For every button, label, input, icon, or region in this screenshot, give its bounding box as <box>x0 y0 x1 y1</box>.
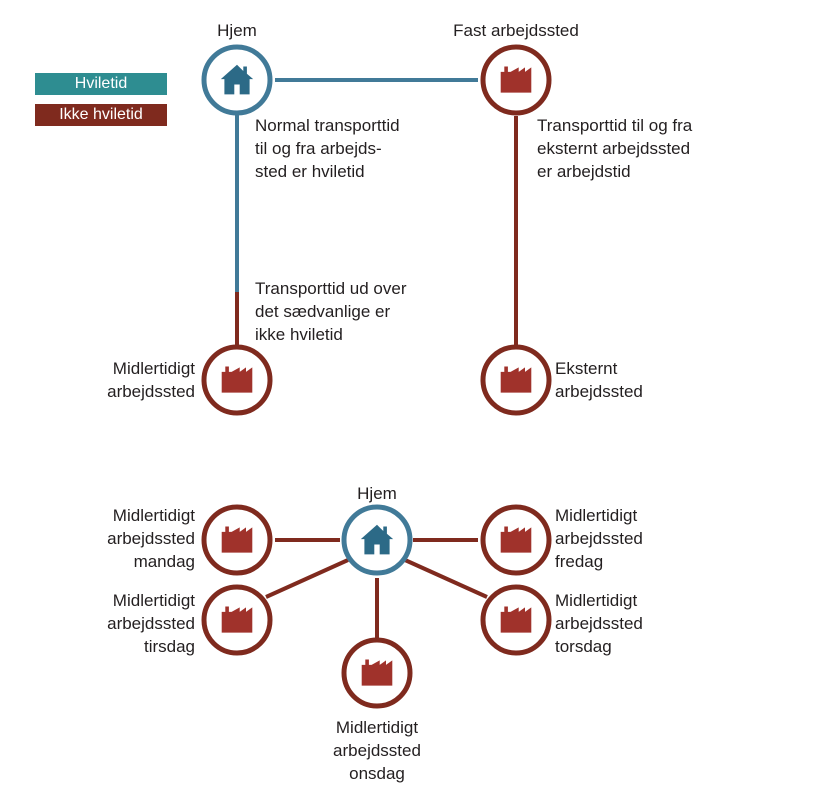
home-label-bottom: Hjem <box>357 484 397 503</box>
monday-node <box>201 504 273 576</box>
monday-label: Midlertidigt arbejdssted mandag <box>107 506 195 571</box>
wednesday-label: Midlertidigt arbejdssted onsdag <box>333 718 421 783</box>
home-node-top <box>201 44 273 116</box>
top-connectors <box>235 78 518 345</box>
home-node-bottom <box>341 504 413 576</box>
tuesday-label: Midlertidigt arbejdssted tirsdag <box>107 591 195 656</box>
friday-label: Midlertidigt arbejdssted fredag <box>555 506 643 571</box>
legend-rest: Hviletid <box>35 73 167 95</box>
beyond-normal-note: Transporttid ud over det sædvanlige er i… <box>255 279 407 344</box>
fixed-workplace-node <box>480 44 552 116</box>
external-workplace-label: Eksternt arbejdssted <box>555 359 643 401</box>
bottom-connectors <box>265 538 488 640</box>
fixed-workplace-label: Fast arbejdssted <box>453 21 579 40</box>
tuesday-node <box>201 584 273 656</box>
legend-not-rest: Ikke hviletid <box>35 104 167 126</box>
friday-node <box>480 504 552 576</box>
home-to-tuesday-line <box>265 558 349 599</box>
wednesday-node <box>341 637 413 709</box>
home-to-thursday-line <box>404 558 488 599</box>
thursday-label: Midlertidigt arbejdssted torsdag <box>555 591 643 656</box>
normal-transport-note: Normal transporttid til og fra arbejds- … <box>255 116 400 181</box>
external-workplace-node <box>480 344 552 416</box>
external-transport-note: Transporttid til og fra eksternt arbejds… <box>537 116 693 181</box>
temporary-workplace-node <box>201 344 273 416</box>
temporary-workplace-label: Midlertidigt arbejdssted <box>107 359 195 401</box>
thursday-node <box>480 584 552 656</box>
home-label-top: Hjem <box>217 21 257 40</box>
